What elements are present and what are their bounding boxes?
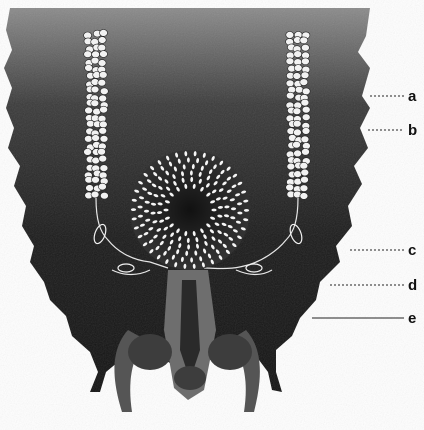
label-d-text: d (408, 277, 417, 294)
egg-cell (294, 171, 302, 178)
egg-cell (100, 106, 108, 113)
egg-cell (98, 37, 106, 44)
label-a-text: a (408, 88, 417, 105)
egg-cell (293, 120, 301, 127)
egg-cell (99, 127, 107, 134)
egg-cell (302, 88, 310, 95)
egg-cell (85, 107, 93, 114)
rosette-cell (211, 209, 216, 212)
egg-cell (300, 193, 308, 200)
egg-cell (84, 51, 92, 58)
egg-cell (91, 86, 99, 93)
egg-cell (294, 150, 302, 157)
label-e-text: e (408, 310, 416, 327)
egg-cell (300, 162, 308, 169)
egg-cell (301, 99, 309, 106)
egg-cell (286, 184, 294, 191)
egg-cell (301, 136, 309, 143)
rosette-body (130, 150, 250, 270)
egg-cell (300, 37, 308, 44)
egg-cell (301, 58, 309, 65)
egg-cell (86, 185, 94, 192)
egg-cell (92, 135, 100, 142)
egg-cell (99, 121, 107, 128)
egg-cell (302, 114, 310, 121)
egg-cell (100, 135, 108, 142)
egg-cell (287, 163, 295, 170)
egg-cell (302, 106, 310, 113)
egg-cell (100, 165, 108, 172)
egg-cell (302, 127, 310, 134)
egg-cell (286, 80, 294, 87)
egg-cell (302, 148, 310, 155)
egg-cell (300, 185, 308, 192)
egg-cell (293, 108, 301, 115)
egg-cell (85, 65, 93, 72)
egg-cell (91, 100, 99, 107)
egg-cell (300, 79, 308, 86)
right-ovariole (286, 32, 311, 200)
egg-cell (100, 51, 108, 58)
egg-cell (100, 192, 108, 199)
egg-cell (84, 149, 92, 156)
egg-cell (98, 183, 106, 190)
egg-cell (293, 73, 301, 80)
egg-cell (301, 44, 309, 51)
egg-cell (286, 32, 294, 39)
egg-cell (301, 176, 309, 183)
egg-cell (286, 58, 294, 65)
egg-cell (99, 71, 107, 78)
egg-cell (84, 135, 92, 142)
egg-cell (301, 72, 309, 79)
egg-cell (294, 51, 302, 58)
egg-cell (92, 51, 100, 58)
egg-cell (99, 95, 107, 102)
egg-cell (98, 44, 106, 51)
egg-cell (99, 155, 107, 162)
egg-cell (98, 60, 106, 67)
egg-cell (92, 176, 100, 183)
egg-cell (293, 141, 301, 148)
egg-cell (98, 79, 106, 86)
egg-cell (294, 65, 302, 72)
egg-cell (286, 92, 294, 99)
egg-cell (100, 30, 108, 37)
egg-cell (98, 148, 106, 155)
rosette-cell (163, 209, 168, 212)
egg-cell (301, 169, 309, 176)
egg-cell (91, 191, 99, 198)
label-c-text: c (408, 242, 416, 259)
label-b-text: b (408, 122, 417, 139)
egg-cell (100, 88, 108, 95)
